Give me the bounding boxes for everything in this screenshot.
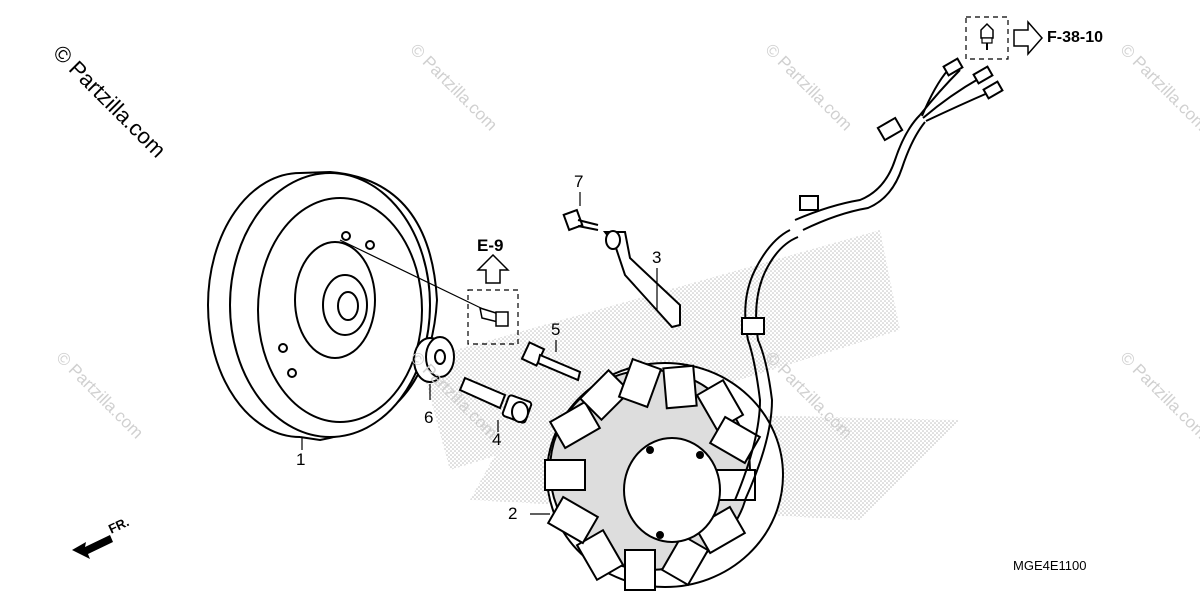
callout-5: 5 [551, 320, 561, 339]
callout-3: 3 [652, 248, 662, 267]
ref-f3810-label[interactable]: F-38-10 [1047, 29, 1104, 46]
leader-lines [301, 192, 658, 515]
washer-6 [413, 336, 455, 383]
front-arrow-icon [72, 535, 113, 559]
right-arrow-icon [1013, 20, 1043, 56]
callout-2: 2 [508, 504, 518, 523]
callout-1: 1 [296, 450, 306, 469]
e9-reference-box [339, 239, 519, 345]
diagram-code: MGE4E1100 [1013, 558, 1087, 573]
bolt-5 [520, 341, 582, 382]
callout-7: 7 [574, 172, 584, 191]
bolt-7 [562, 208, 599, 232]
wire-clamp-bracket [602, 230, 681, 329]
wire-harness [734, 57, 1004, 501]
flywheel-rotor [207, 170, 439, 442]
up-arrow-icon [476, 253, 510, 284]
f3810-reference-box [965, 16, 1009, 60]
ref-e9-label[interactable]: E-9 [477, 236, 504, 255]
callout-4: 4 [492, 430, 502, 449]
stator-coil [544, 357, 784, 591]
callout-6: 6 [424, 408, 434, 427]
bolt-4 [458, 376, 533, 424]
